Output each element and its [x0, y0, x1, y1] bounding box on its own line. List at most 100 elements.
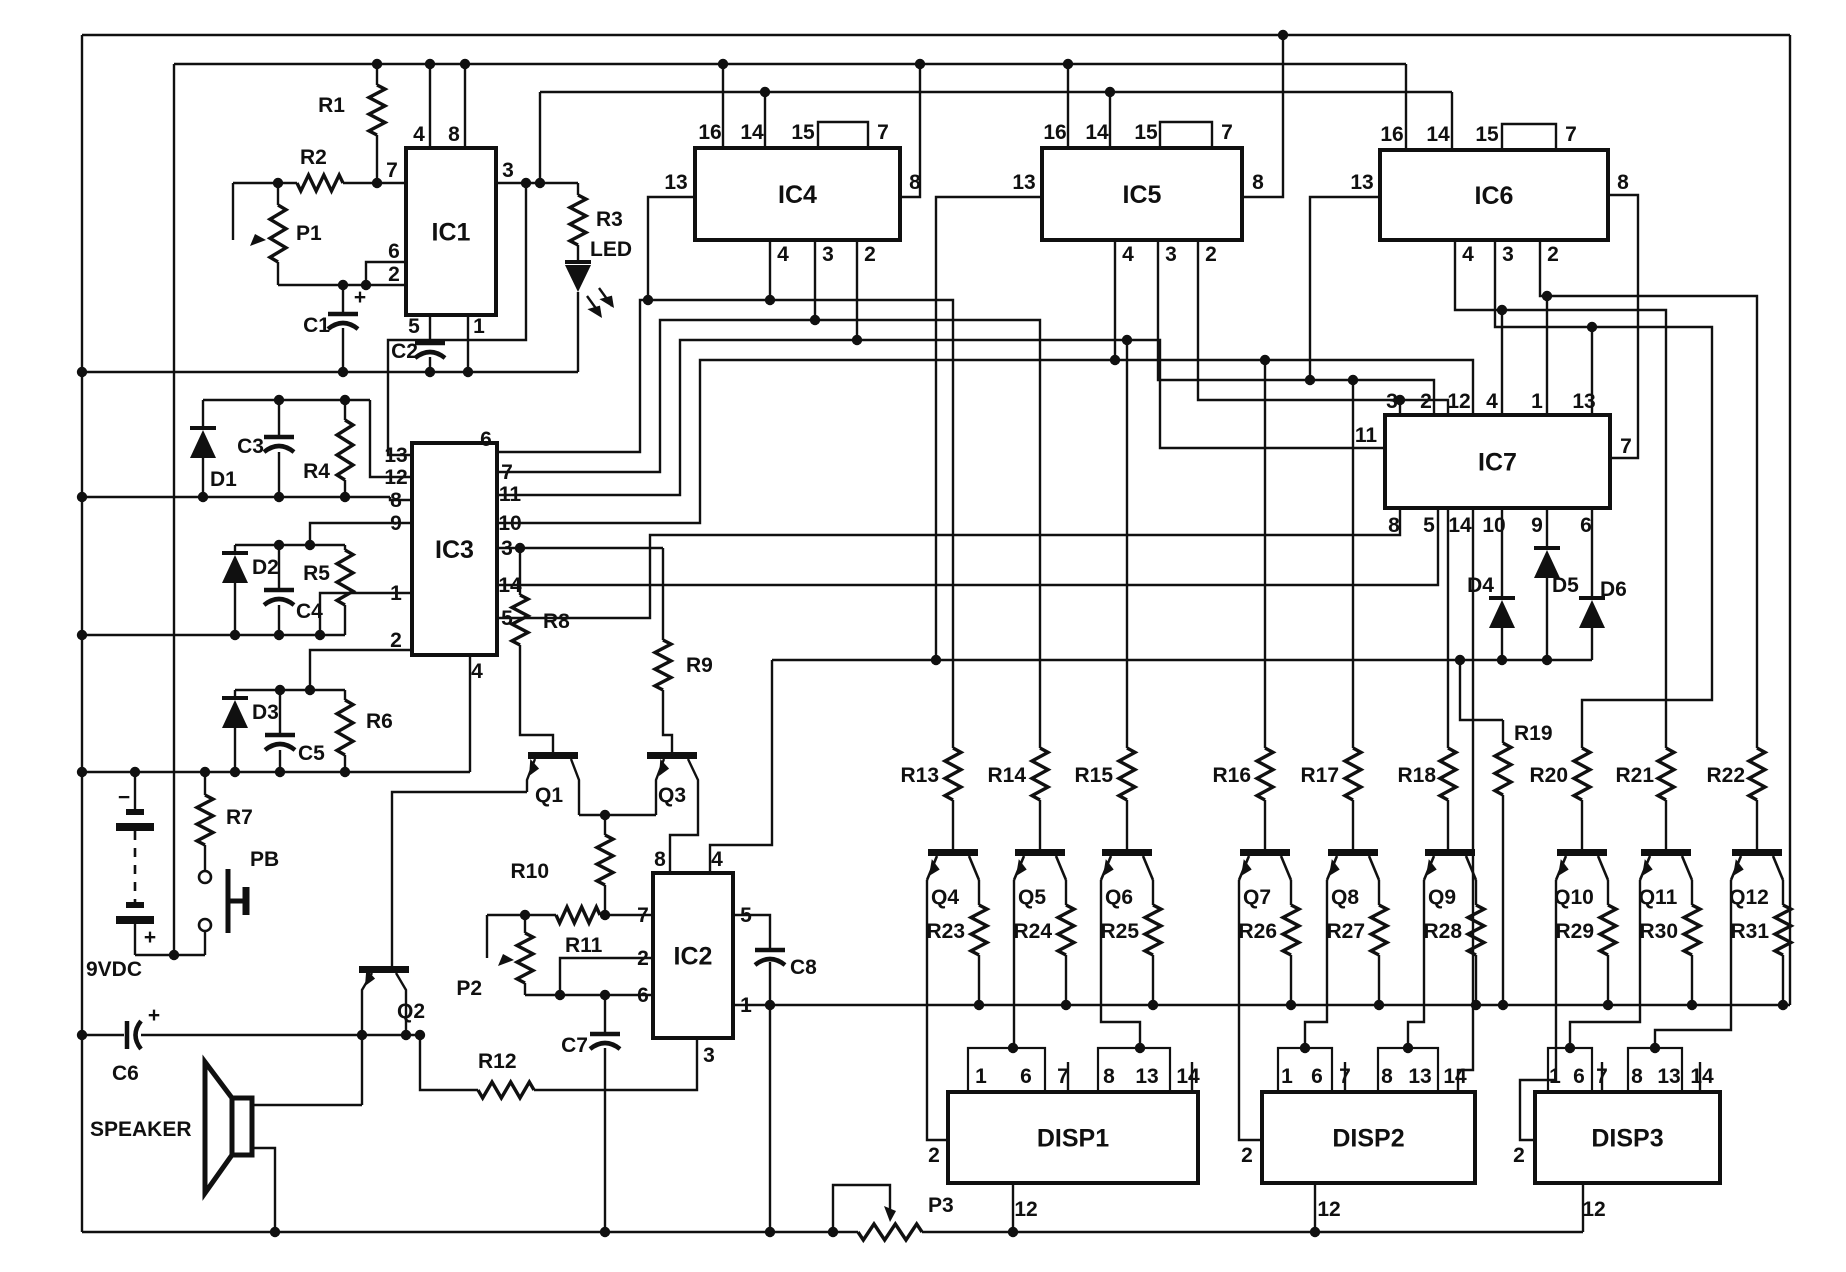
resistor-R17 [1341, 746, 1365, 802]
transistor-Q5-arrow [1016, 859, 1027, 876]
q2-emitter-arrow [365, 968, 376, 986]
diode-D6 [1579, 600, 1605, 628]
capacitor-C2 [413, 349, 447, 360]
transistor-Q10-leg [1596, 855, 1610, 881]
led-icon [565, 265, 591, 292]
wire [390, 790, 527, 966]
pin-label: 7 [637, 904, 649, 927]
wire [252, 1146, 277, 1232]
q3-emitter-arrow [659, 758, 670, 776]
label-R24: R24 [1013, 920, 1052, 943]
junction-dot [1470, 999, 1482, 1011]
label-R25: R25 [1100, 920, 1139, 943]
pin-label: 6 [1020, 1065, 1032, 1088]
pin-label: 5 [740, 904, 752, 927]
pin-label: 11 [1355, 424, 1378, 447]
pin-label: 4 [1486, 390, 1498, 413]
junction-dot [337, 366, 349, 378]
resistor-R27 [1367, 903, 1391, 957]
wire [1453, 240, 1668, 748]
ic-DISP1-label: DISP1 [1037, 1125, 1109, 1153]
junction-dot [414, 1029, 426, 1041]
wire [733, 913, 772, 948]
pin-label: 6 [1573, 1065, 1585, 1088]
junction-dot [851, 334, 863, 346]
pin-header-box [1276, 1046, 1334, 1094]
capacitor-C7 [588, 1040, 622, 1051]
diode-D3 [222, 700, 248, 728]
label-D6: D6 [1600, 578, 1627, 601]
wire [1237, 880, 1262, 1142]
pin-label: 9 [390, 512, 402, 535]
pin-label: 5 [501, 607, 513, 630]
speaker-cone [202, 1054, 235, 1201]
junction-dot [274, 766, 286, 778]
pin-label: 3 [1502, 243, 1514, 266]
pin-label: 4 [471, 660, 483, 683]
diode-D1 [190, 430, 216, 458]
transistor-Q10-arrow [1558, 859, 1569, 876]
capacitor-C6 [133, 1019, 143, 1051]
junction-dot [269, 1226, 281, 1238]
label-R1: R1 [318, 94, 345, 117]
junction-dot [764, 1226, 776, 1238]
wire [1568, 880, 1642, 1048]
junction-dot [274, 684, 286, 696]
pin-label: 8 [1631, 1065, 1643, 1088]
ic-IC6-body [1378, 148, 1610, 242]
pin-label: 8 [448, 123, 460, 146]
pin-label: 7 [1620, 435, 1632, 458]
pin-label: 2 [390, 629, 402, 652]
resistor-R3 [566, 193, 590, 247]
pin-label: 13 [664, 171, 687, 194]
pin-label: 1 [975, 1065, 987, 1088]
pin-header-box [1376, 1046, 1440, 1094]
ic-DISP2-body [1260, 1090, 1477, 1185]
pin-label: 5 [408, 315, 420, 338]
junction-dot [337, 279, 349, 291]
label-R18: R18 [1397, 764, 1436, 787]
transistor-Q5-base [1015, 849, 1065, 856]
pin-label: 1 [1531, 390, 1543, 413]
pin-label: 4 [711, 848, 723, 871]
junction-dot [272, 177, 284, 189]
junction-dot [1686, 999, 1698, 1011]
pin-label: 3 [1165, 243, 1177, 266]
pin-label: 4 [1122, 243, 1134, 266]
label-Q9: Q9 [1428, 886, 1456, 909]
resistor-R11 [554, 902, 602, 928]
transistor-Q11-arrow [1642, 859, 1653, 876]
label-R23: R23 [926, 920, 965, 943]
transistor-Q6-leg [1141, 855, 1155, 881]
junction-dot [1007, 1226, 1019, 1238]
pin-label: 12 [1014, 1198, 1037, 1221]
wire [497, 358, 1475, 525]
label-Q3: Q3 [658, 784, 686, 807]
resistor-R18 [1436, 746, 1460, 802]
pin-label: 16 [1043, 121, 1066, 144]
p1-wiper-arrow [250, 234, 266, 246]
junction-dot [514, 542, 526, 554]
label-R29: R29 [1555, 920, 1594, 943]
junction-dot [229, 629, 241, 641]
label-Q12: Q12 [1729, 886, 1769, 909]
label-P1: P1 [296, 222, 322, 245]
label-D3: D3 [252, 701, 279, 724]
label-Q1: Q1 [535, 784, 563, 807]
resistor-R9 [651, 638, 675, 692]
wire [1493, 240, 1714, 748]
pin-header-box [1546, 1046, 1594, 1094]
ic-IC7-label: IC7 [1478, 449, 1517, 477]
pin-label: 12 [1447, 390, 1470, 413]
junction-dot [339, 766, 351, 778]
capacitor-C3 [262, 443, 296, 454]
label-R15: R15 [1074, 764, 1113, 787]
label-Q5: Q5 [1018, 886, 1046, 909]
junction-dot [809, 314, 821, 326]
pin-label: 2 [864, 243, 876, 266]
wire [1538, 240, 1759, 748]
resistor-R22 [1745, 746, 1769, 802]
label-R31: R31 [1730, 920, 1769, 943]
junction-dot [339, 394, 351, 406]
